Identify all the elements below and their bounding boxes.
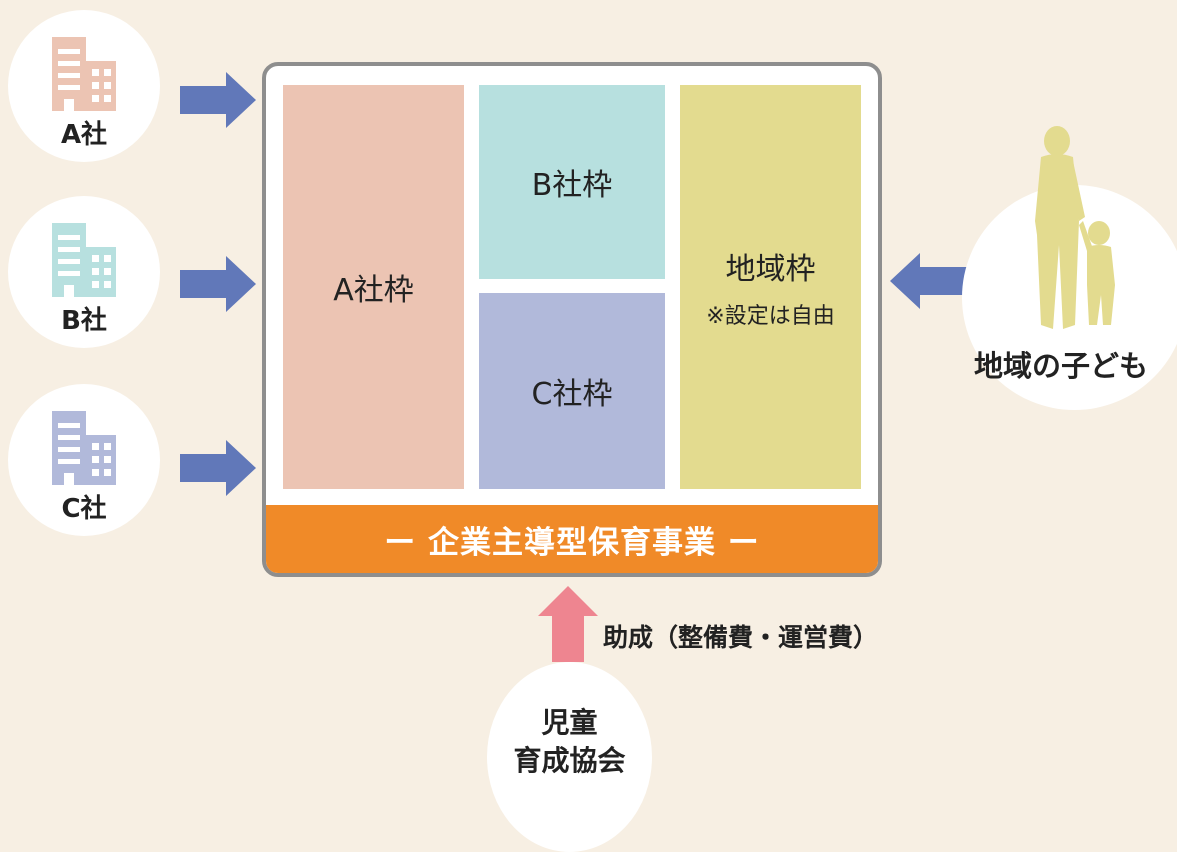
program-banner: ー 企業主導型保育事業 ー [266, 505, 878, 573]
slot-local-label: 地域枠 [725, 252, 816, 287]
association-circle: 児童 育成協会 [487, 662, 652, 852]
arrow-right-b [180, 256, 256, 312]
company-c-label: C社 [61, 494, 107, 524]
slot-company-a: A社枠 [283, 85, 464, 489]
association-label: 児童 育成協会 [487, 704, 652, 780]
company-c-circle: C社 [8, 384, 160, 536]
company-a-circle: A社 [8, 10, 160, 162]
company-a-label: A社 [60, 120, 108, 150]
arrow-right-a [180, 72, 256, 128]
local-children-label: 地域の子ども [974, 349, 1149, 383]
arrow-left-local [890, 253, 970, 309]
building-icon [52, 37, 116, 111]
slot-company-b: B社枠 [479, 85, 665, 279]
childcare-facility-box: A社枠 B社枠 C社枠 地域枠 ※設定は自由 ー 企業主導型保育事業 ー [262, 62, 882, 577]
arrow-up-grant [538, 586, 598, 662]
parent-child-icon [1035, 126, 1115, 329]
slot-local-note: ※設定は自由 [706, 304, 835, 329]
association-line2: 育成協会 [513, 744, 626, 777]
company-b-circle: B社 [8, 196, 160, 348]
arrow-right-c [180, 440, 256, 496]
building-icon [52, 411, 116, 485]
slot-company-c: C社枠 [479, 293, 665, 489]
slot-local: 地域枠 ※設定は自由 [680, 85, 861, 489]
slot-company-c-label: C社枠 [531, 377, 613, 412]
slot-company-a-label: A社枠 [333, 273, 414, 308]
association-line1: 児童 [541, 706, 598, 739]
building-icon [52, 223, 116, 297]
company-b-label: B社 [61, 306, 107, 336]
grant-label: 助成（整備費・運営費） [603, 623, 879, 652]
slot-company-b-label: B社枠 [531, 168, 613, 203]
